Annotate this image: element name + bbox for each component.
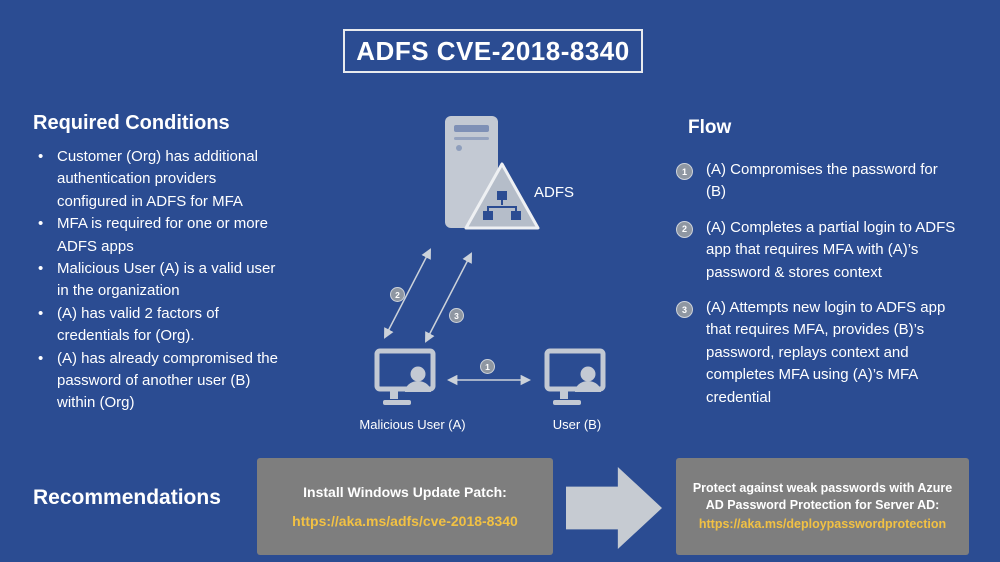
server-label: ADFS — [534, 184, 575, 201]
list-item: Customer (Org) has additional authentica… — [33, 146, 285, 213]
next-step-arrow-icon — [566, 467, 662, 549]
list-item-text: Malicious User (A) is a valid user in th… — [57, 260, 276, 300]
user-b-label: User (B) — [552, 417, 602, 432]
arrow-badge-3: 3 — [449, 308, 464, 323]
arrow-badge-1: 1 — [480, 359, 495, 374]
step-3-text: (A) Attempts new login to ADFS app that … — [706, 299, 946, 406]
patch-link[interactable]: https://aka.ms/adfs/cve-2018-8340 — [292, 513, 518, 529]
user-b-monitor-icon — [544, 348, 606, 405]
step-3-badge: 3 — [676, 301, 693, 319]
list-item-text: Customer (Org) has additional authentica… — [57, 148, 258, 210]
list-item-text: (A) has valid 2 factors of credentials f… — [57, 304, 219, 345]
step-1-text: (A) Compromises the password for (B) — [706, 161, 938, 201]
person-icon — [580, 366, 596, 382]
required-conditions-heading: Required Conditions — [33, 112, 230, 134]
step-1-badge: 1 — [676, 163, 693, 180]
recommendations-heading: Recommendations — [33, 486, 221, 509]
list-item: Malicious User (A) is a valid user in th… — [33, 258, 285, 303]
user-a-monitor-icon — [374, 348, 436, 405]
list-item: (A) has valid 2 factors of credentials f… — [33, 303, 285, 348]
list-item-text: MFA is required for one or more ADFS app… — [57, 215, 268, 255]
flow-step: 1 (A) Compromises the password for (B) — [676, 159, 972, 204]
password-protection-link[interactable]: https://aka.ms/deploypasswordprotection — [698, 517, 947, 532]
person-icon — [410, 366, 426, 382]
required-conditions-list: Customer (Org) has additional authentica… — [33, 146, 285, 415]
flow-step: 2 (A) Completes a partial login to ADFS … — [676, 217, 972, 284]
arrow-server-usera-right — [425, 252, 472, 343]
step-2-text: (A) Completes a partial login to ADFS ap… — [706, 218, 956, 281]
title-box: ADFS CVE-2018-8340 — [343, 29, 643, 73]
patch-box-title: Install Windows Update Patch: — [303, 484, 507, 500]
page-title: ADFS CVE-2018-8340 — [356, 35, 630, 66]
flow-heading: Flow — [688, 117, 732, 138]
password-protection-box: Protect against weak passwords with Azur… — [676, 458, 969, 555]
user-a-label: Malicious User (A) — [359, 417, 466, 432]
patch-recommendation-box: Install Windows Update Patch: https://ak… — [257, 458, 553, 555]
step-2-badge: 2 — [676, 220, 693, 238]
adfs-server-icon — [445, 116, 540, 230]
list-item: (A) has already compromised the password… — [33, 348, 285, 415]
flow-section: Flow 1 (A) Compromises the password for … — [676, 117, 972, 422]
list-item: MFA is required for one or more ADFS app… — [33, 213, 285, 258]
required-conditions-section: Required Conditions Customer (Org) has a… — [33, 112, 285, 415]
flow-step: 3 (A) Attempts new login to ADFS app tha… — [676, 297, 972, 409]
list-item-text: (A) has already compromised the password… — [57, 349, 278, 412]
protection-box-title: Protect against weak passwords with Azur… — [692, 481, 953, 512]
arrow-badge-2: 2 — [390, 287, 405, 302]
